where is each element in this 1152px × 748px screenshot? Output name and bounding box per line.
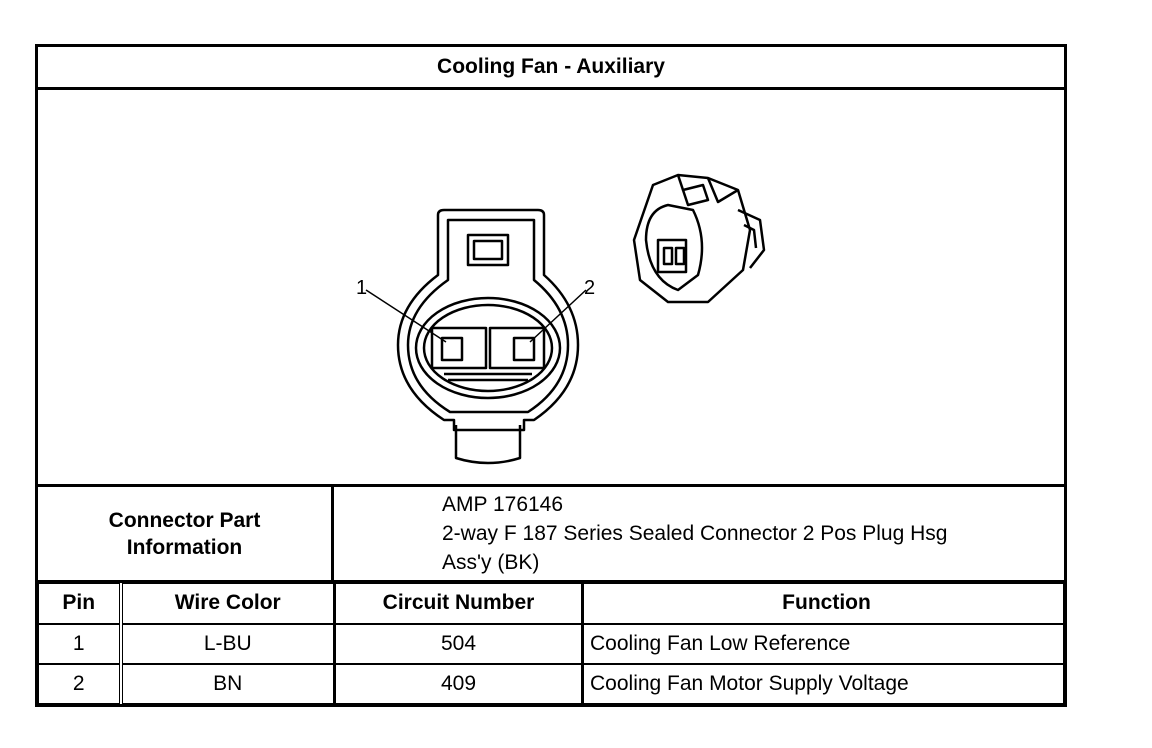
connector-sheet: Cooling Fan - Auxiliary <box>35 44 1067 707</box>
connector-part-label-line2: Information <box>126 535 243 559</box>
table-row: 2 BN 409 Cooling Fan Motor Supply Voltag… <box>38 663 1064 704</box>
seal-ring-inner <box>422 303 554 393</box>
connector-drawing: 1 2 <box>356 173 766 465</box>
part-number: AMP 176146 <box>442 493 564 516</box>
row-2-wire-color: BN <box>120 663 336 704</box>
row-1-circuit-number: 504 <box>334 623 584 664</box>
connector-figure: 1 2 <box>38 90 1064 487</box>
pin-2-callout: 2 <box>584 277 595 299</box>
terminal-slot-2 <box>512 336 536 362</box>
pin-table-header: Pin Wire Color Circuit Number Function <box>38 583 1064 624</box>
table-row: 1 L-BU 504 Cooling Fan Low Reference <box>38 623 1064 664</box>
housing-outline <box>396 208 580 432</box>
header-circuit-number: Circuit Number <box>334 583 584 624</box>
terminal-slot-1 <box>440 336 464 362</box>
pin-2-leader <box>529 289 587 343</box>
header-wire-color: Wire Color <box>120 583 336 624</box>
pin-1-leader <box>365 289 447 343</box>
part-description: 2-way F 187 Series Sealed Connector 2 Po… <box>442 522 948 545</box>
row-2-pin: 2 <box>38 663 123 704</box>
page-title: Cooling Fan - Auxiliary <box>38 47 1064 90</box>
connector-part-info: AMP 176146 2-way F 187 Series Sealed Con… <box>442 490 947 577</box>
connector-part-row: Connector Part Information AMP 176146 2-… <box>38 487 1064 583</box>
terminal-cavity-1 <box>430 326 488 370</box>
row-1-function: Cooling Fan Low Reference <box>582 623 1064 664</box>
seal-ring-outer <box>414 296 562 400</box>
connector-part-label: Connector Part Information <box>38 487 334 580</box>
pin-table: Pin Wire Color Circuit Number Function 1… <box>38 583 1064 705</box>
pin-1-callout: 1 <box>356 277 367 299</box>
latch-inner <box>472 239 504 261</box>
bottom-tab <box>454 425 522 465</box>
row-1-wire-color: L-BU <box>120 623 336 664</box>
row-2-circuit-number: 409 <box>334 663 584 704</box>
row-1-pin: 1 <box>38 623 123 664</box>
connector-part-label-line1: Connector Part <box>108 508 261 532</box>
latch-outline <box>466 233 510 267</box>
header-pin: Pin <box>38 583 123 624</box>
header-function: Function <box>582 583 1064 624</box>
row-2-function: Cooling Fan Motor Supply Voltage <box>582 663 1064 704</box>
connector-3d-view <box>632 173 766 304</box>
part-description-cont: Ass'y (BK) <box>442 551 540 574</box>
terminal-cavity-2 <box>488 326 546 370</box>
